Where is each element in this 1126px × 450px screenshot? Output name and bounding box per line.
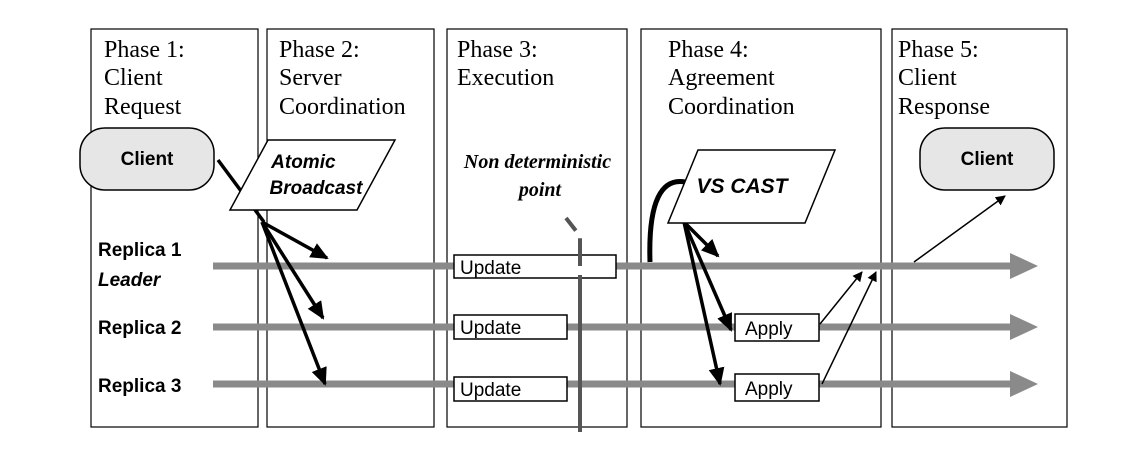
replica-2-name: Replica 2 [98,318,181,339]
atomic-broadcast-line-2: Broadcast [270,178,364,199]
phase-3-line-2: Execution [457,65,554,91]
vs-cast-arc [647,179,686,263]
phase-3-line-1: Phase 3: [457,37,538,63]
non-deterministic-line [564,216,582,432]
non-deterministic-line-2: point [517,179,563,201]
client-response-arrow [913,195,1006,263]
update-label-1: Update [460,258,521,279]
phase-column-4: Phase 4: Agreement Coordination [640,28,882,428]
vs-cast-arrows [682,220,733,386]
update-label-2: Update [460,318,521,339]
phase-5-line-2: Client [898,65,957,91]
update-box-2: Update [453,314,568,340]
phase-column-5: Phase 5: Client Response [891,28,1068,428]
phase-column-1: Phase 1: Client Request [90,28,259,428]
phase-2-line-2: Server [279,65,342,91]
svg-text:Phase 3: Execution: Phase 3: Execution [457,37,554,91]
vs-cast-shape: VS CAST [666,149,837,224]
non-deterministic-line-1: Non deterministic [463,151,611,173]
phase-2-line-3: Coordination [279,94,406,120]
phase-5-line-3: Response [898,94,990,120]
phase-1-line-2: Client [104,65,163,91]
atomic-broadcast-line-1: Atomic [270,152,336,173]
phase-2-line-1: Phase 2: [279,37,360,63]
vs-cast-label: VS CAST [696,175,789,198]
apply-ack-arrows [819,271,877,385]
svg-text:Phase 5: Client Re: Phase 5: Client Response [898,37,990,120]
svg-text:Non deterministic point: Non deterministic point [463,151,616,201]
phase-column-2: Phase 2: Server Coordination [266,28,435,428]
client-response-label: Client [961,149,1014,170]
client-request-label: Client [121,149,174,170]
client-request-box: Client [79,127,215,191]
apply-label-1: Apply [745,319,793,340]
client-response-box: Client [919,127,1055,191]
atomic-broadcast-shape: Atomic Broadcast [228,139,397,211]
replica-3-name: Replica 3 [98,376,181,397]
update-label-3: Update [460,380,521,401]
phase-column-3: Phase 3: Execution [446,28,628,428]
phase-1-line-1: Phase 1: [104,37,185,63]
svg-text:Phase 4: Agreement: Phase 4: Agreement Coordination [668,37,795,120]
replica-1-name: Replica 1 [98,240,182,261]
svg-text:Atomic Broadcast: Atomic Broadcast [270,152,364,199]
timeline-replica-3 [213,371,1038,397]
timeline-replica-2 [213,314,1038,340]
svg-text:Phase 2: Server Co: Phase 2: Server Coordination [279,37,406,120]
apply-label-2: Apply [745,379,793,400]
svg-text:Phase 1: Client Re: Phase 1: Client Request [104,37,191,120]
phase-4-line-2: Agreement [668,65,775,91]
update-box-1: Update [453,254,617,279]
apply-box-1: Apply [734,313,820,342]
phase-4-line-3: Coordination [668,94,795,120]
apply-box-2: Apply [734,373,820,402]
update-box-3: Update [453,376,568,402]
replica-1-role: Leader [98,270,162,291]
atomic-broadcast-arrows [216,158,329,386]
phase-4-line-1: Phase 4: [668,37,749,63]
phase-5-line-1: Phase 5: [898,37,979,63]
phase-1-line-3: Request [104,94,182,120]
